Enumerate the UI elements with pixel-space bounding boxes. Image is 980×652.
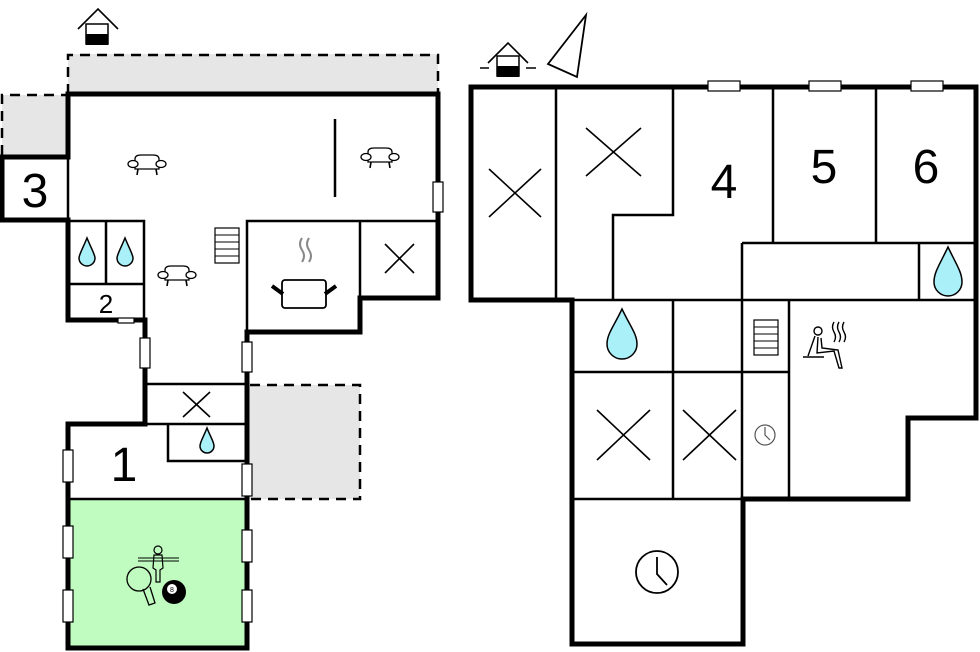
sofa-icon: [127, 154, 167, 176]
table-tennis-icon: [126, 566, 156, 606]
window: [432, 181, 444, 213]
window: [241, 529, 253, 563]
room-label-4: 4: [711, 156, 738, 209]
window: [62, 449, 74, 483]
cross-icon: [585, 127, 642, 177]
shower-icon: [116, 236, 134, 267]
window: [910, 80, 944, 92]
window: [117, 317, 135, 324]
shower-icon: [933, 245, 963, 297]
terrace-right: [248, 385, 360, 499]
entrance-icon: [77, 7, 119, 45]
shower-icon: [78, 236, 96, 267]
room-label-5: 5: [811, 141, 838, 194]
window: [808, 80, 842, 92]
shower-icon: [606, 307, 638, 360]
north-arrow-icon: [546, 11, 588, 79]
left-building: 3 2 1: [0, 7, 444, 651]
bathroom-walls: [68, 219, 146, 320]
right-building: 4 5 6: [468, 11, 979, 647]
window: [241, 589, 253, 623]
room-label-6: 6: [913, 141, 940, 194]
foosball-icon: [138, 545, 179, 583]
sofa-icon: [157, 265, 197, 287]
entrance-icon: [480, 41, 536, 77]
cross-icon: [682, 409, 737, 461]
terrace-left-outline: [0, 93, 66, 155]
terrace-left: [2, 95, 68, 155]
window: [241, 341, 253, 373]
sofa-icon: [360, 147, 400, 169]
stairs-icon: [214, 227, 240, 264]
room-label-2: 2: [99, 289, 113, 319]
window: [707, 80, 741, 92]
billiard-ball-icon: 8: [162, 580, 186, 604]
cross-icon: [384, 243, 415, 274]
cross-icon: [182, 391, 211, 418]
utility-walls: [68, 382, 247, 501]
room-label-1: 1: [111, 439, 138, 492]
kitchen-walls: [245, 219, 438, 332]
stairs-icon: [753, 319, 779, 356]
sauna-icon: [803, 321, 847, 369]
cooking-pot-icon: [270, 237, 338, 309]
room-label-3: 3: [22, 165, 49, 218]
clock-icon: [754, 424, 776, 446]
terrace-top: [68, 54, 438, 94]
shower-icon: [199, 425, 215, 454]
bedroom-3: [0, 155, 70, 222]
window: [241, 463, 253, 497]
game-room: [68, 499, 247, 648]
clock-icon: [635, 550, 679, 594]
window: [139, 337, 151, 369]
window: [62, 525, 74, 559]
interior-walls: [554, 87, 976, 501]
window: [62, 589, 74, 623]
cross-icon: [488, 168, 542, 218]
cross-icon: [596, 409, 651, 461]
billiard-ball-number: 8: [170, 587, 174, 594]
terrace-right-outline: [250, 383, 362, 501]
terrace-top-outline: [66, 53, 440, 94]
